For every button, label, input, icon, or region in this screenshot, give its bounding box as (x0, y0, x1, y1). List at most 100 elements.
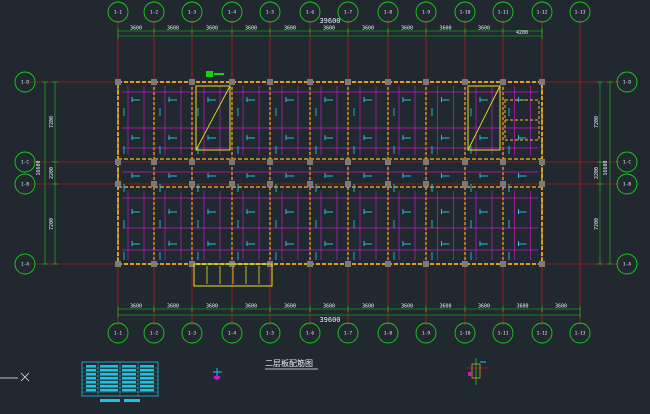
column (423, 261, 429, 267)
grid-bubble-label: 1-13 (575, 10, 586, 16)
dim-bottom-segments-label: 3600 (206, 304, 218, 310)
column (115, 159, 121, 165)
total-length-bottom: 39600 (319, 316, 340, 324)
grid-bubble-circle (492, 322, 514, 344)
grid-bubble: 1-7 (337, 1, 359, 23)
column (500, 79, 506, 85)
legend-cell (122, 377, 136, 380)
dim-bottom-segments-label: 3600 (284, 304, 296, 310)
legend-cell (140, 373, 154, 376)
grid-bubble-circle (107, 322, 129, 344)
grid-bubble-circle (415, 322, 437, 344)
dim-left-label: 7200 (49, 116, 55, 128)
legend-cell (140, 381, 154, 384)
dim-bottom-segments-label: 3600 (478, 304, 490, 310)
legend-cell (100, 365, 118, 368)
ucs-icon (0, 372, 30, 382)
column (267, 159, 273, 165)
column (307, 261, 313, 267)
grid-bubble-label: 1-D (21, 80, 29, 86)
legend-cell (122, 385, 136, 388)
grid-bubble-circle (143, 1, 165, 23)
grid-bubble: 1-12 (531, 322, 553, 344)
dim-left-label: 2200 (49, 167, 55, 179)
grid-bubble-circle (107, 1, 129, 23)
grid-bubble: 1-2 (143, 1, 165, 23)
grid-bubble-label: 1-1 (114, 10, 122, 16)
dim-top-segments-label: 3600 (478, 26, 490, 32)
grid-bubble-circle (259, 322, 281, 344)
grid-bubble: 1-5 (259, 1, 281, 23)
grid-bubble-circle (377, 1, 399, 23)
column (229, 159, 235, 165)
grid-bubble: 1-5 (259, 322, 281, 344)
column (423, 159, 429, 165)
grid-bubble-circle (14, 71, 36, 93)
grid-bubble: 1-9 (415, 1, 437, 23)
column (229, 181, 235, 187)
legend-cell (86, 381, 96, 384)
grid-bubble: 1-7 (337, 322, 359, 344)
dim-bottom-segments-label: 3600 (245, 304, 257, 310)
grid-bubble-label: 1-A (623, 262, 631, 268)
column (151, 79, 157, 85)
column (500, 159, 506, 165)
grid-bubble-label: 1-A (21, 262, 29, 268)
grid-bubble-label: 1-3 (188, 10, 196, 16)
column (462, 181, 468, 187)
dim-right-label: 7200 (594, 116, 600, 128)
grid-bubble-circle (143, 322, 165, 344)
grid-bubble: 1-1 (107, 322, 129, 344)
grid-bubble-circle (531, 1, 553, 23)
grid-bubble: 1-13 (569, 322, 591, 344)
column (385, 261, 391, 267)
column (345, 181, 351, 187)
grid-bubble-circle (531, 322, 553, 344)
grid-bubble: 1-10 (454, 322, 476, 344)
dim-top-segments-label: 3600 (401, 26, 413, 32)
column (267, 181, 273, 187)
column (151, 159, 157, 165)
legend-cell (140, 385, 154, 388)
grid-bubble-label: 1-11 (498, 10, 509, 16)
grid-bubble-circle (14, 253, 36, 275)
grid-bubble: 1-A (14, 253, 36, 275)
grid-bubble-label: 1-11 (498, 331, 509, 337)
grid-bubble-label: 1-8 (384, 10, 392, 16)
grid-bubble-circle (616, 253, 638, 275)
dim-left-label: 7200 (49, 218, 55, 230)
legend-cell (100, 369, 118, 372)
dim-bottom-segments-label: 3600 (439, 304, 451, 310)
grid-bubble: 1-3 (181, 322, 203, 344)
grid-bubble: 1-3 (181, 1, 203, 23)
grid-bubble-label: 1-6 (306, 10, 314, 16)
north-marker-bar (214, 73, 224, 75)
legend-footer (124, 399, 140, 402)
grid-bubble-circle (377, 322, 399, 344)
column (423, 79, 429, 85)
dim-top-last-label: 4200 (516, 30, 528, 36)
column (267, 79, 273, 85)
north-marker (206, 71, 213, 77)
grid-bubble-label: 1-4 (228, 10, 236, 16)
section-detail (466, 358, 490, 385)
legend-cell (86, 373, 96, 376)
grid-bubble: 1-B (14, 173, 36, 195)
legend-cell (86, 389, 96, 392)
legend-cell (122, 373, 136, 376)
column (539, 79, 545, 85)
dim-bottom-segments-label: 3600 (130, 304, 142, 310)
grid-bubble-label: 1-4 (228, 331, 236, 337)
column (189, 79, 195, 85)
grid-bubble-circle (454, 1, 476, 23)
grid-bubble-label: 1-7 (344, 10, 352, 16)
legend-cell (122, 369, 136, 372)
grid-bubble-circle (181, 322, 203, 344)
column (189, 261, 195, 267)
dim-top-segments-label: 3600 (167, 26, 179, 32)
column (385, 159, 391, 165)
grid-bubble-label: 1-1 (114, 331, 122, 337)
stair-diagonal (467, 85, 501, 151)
